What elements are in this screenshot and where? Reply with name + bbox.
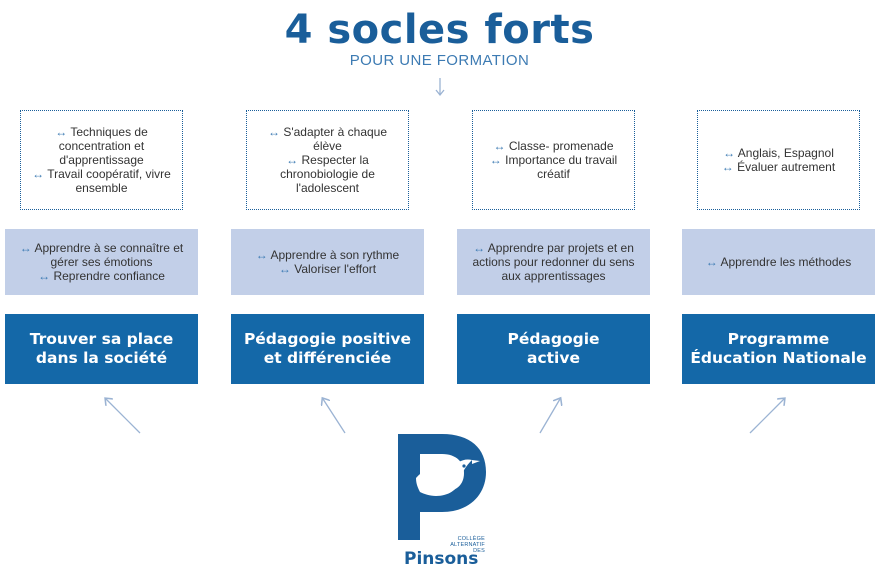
pillar-2-title-line-2: et différenciée	[263, 349, 392, 367]
double-arrow-icon: ↔	[473, 241, 486, 255]
logo-caption: COLLÈGE ALTERNATIF DES	[450, 536, 485, 554]
pillar-2-title-line-1: Pédagogie positive	[243, 330, 412, 348]
pillar-4-means-item-1: ↔ Anglais, Espagnol	[723, 146, 834, 160]
up-arrow-icon-3	[539, 399, 560, 434]
pillar-4-objective-1: ↔ Apprendre les méthodes	[705, 255, 852, 269]
double-arrow-icon: ↔	[19, 241, 32, 255]
pillar-2-means-item-2: ↔ Respecter la chronobiologie de l'adole…	[280, 153, 375, 195]
pillar-3-means-item-2: ↔ Importance du travail créatif	[489, 153, 618, 181]
double-arrow-icon: ↔	[38, 269, 51, 283]
pillar-4-means-item-2: ↔ Évaluer autrement	[721, 160, 836, 174]
double-arrow-icon: ↔	[493, 139, 506, 153]
pillar-1-means-item-2: ↔ Travail coopératif, vivre ensemble	[32, 167, 171, 195]
pillar-3-objective-1: ↔ Apprendre par projets et en actions po…	[472, 241, 635, 283]
pillar-2-means: ↔ S'adapter à chaque élève ↔ Respecter l…	[246, 110, 409, 210]
pillar-1-title-line-2: dans la société	[35, 349, 168, 367]
double-arrow-icon: ↔	[255, 248, 268, 262]
pillar-3-objectives: ↔ Apprendre par projets et en actions po…	[457, 229, 650, 295]
pillar-4-title-line-1: Programme	[727, 330, 830, 348]
logo-name: Pinsons	[404, 549, 479, 569]
up-arrow-icon-4	[749, 399, 784, 434]
pillar-2-means-item-1: ↔ S'adapter à chaque élève	[267, 125, 388, 153]
pillar-2-objectives: ↔ Apprendre à son rythme ↔ Valoriser l'e…	[231, 229, 424, 295]
pillar-3-means-item-1: ↔ Classe- promenade	[493, 139, 614, 153]
pillar-2-objective-2: ↔ Valoriser l'effort	[278, 262, 377, 276]
pillar-4-title-line-2: Éducation Nationale	[690, 349, 867, 367]
pillar-3-title-line-2: active	[527, 349, 580, 367]
pillar-1-means: ↔ Techniques de concentration et d'appre…	[20, 110, 183, 210]
double-arrow-icon: ↔	[723, 146, 736, 160]
up-arrow-icon-2	[323, 399, 346, 434]
pillar-2-objective-1: ↔ Apprendre à son rythme	[255, 248, 400, 262]
pillar-4-means: ↔ Anglais, Espagnol ↔ Évaluer autrement	[697, 110, 860, 210]
double-arrow-icon: ↔	[32, 167, 45, 181]
pillar-2-title: Pédagogie positive et différenciée	[231, 314, 424, 384]
pillar-3-title-line-1: Pédagogie	[507, 330, 600, 348]
pinsons-logo-icon	[398, 434, 486, 540]
pillar-3-means: ↔ Classe- promenade ↔ Importance du trav…	[472, 110, 635, 210]
double-arrow-icon: ↔	[489, 153, 502, 167]
up-arrow-icon-1	[106, 399, 141, 434]
double-arrow-icon: ↔	[278, 262, 291, 276]
pillar-1-means-item-1: ↔ Techniques de concentration et d'appre…	[55, 125, 148, 167]
pillar-4-objectives: ↔ Apprendre les méthodes	[682, 229, 875, 295]
page-subtitle: POUR UNE FORMATION	[349, 52, 530, 69]
double-arrow-icon: ↔	[721, 160, 734, 174]
pillar-1-objective-2: ↔ Reprendre confiance	[38, 269, 165, 283]
down-arrow-icon	[435, 78, 445, 97]
pillar-3-title: Pédagogie active	[457, 314, 650, 384]
pillar-1-objective-1: ↔ Apprendre à se connaître et gérer ses …	[19, 241, 184, 269]
double-arrow-icon: ↔	[267, 125, 280, 139]
double-arrow-icon: ↔	[286, 153, 299, 167]
pillar-1-objectives: ↔ Apprendre à se connaître et gérer ses …	[5, 229, 198, 295]
page-title: 4 socles forts	[284, 7, 595, 53]
pillar-1-title: Trouver sa place dans la société	[5, 314, 198, 384]
pillar-4-title: Programme Éducation Nationale	[682, 314, 875, 384]
double-arrow-icon: ↔	[55, 125, 68, 139]
double-arrow-icon: ↔	[705, 255, 718, 269]
pillar-1-title-line-1: Trouver sa place	[29, 330, 174, 348]
